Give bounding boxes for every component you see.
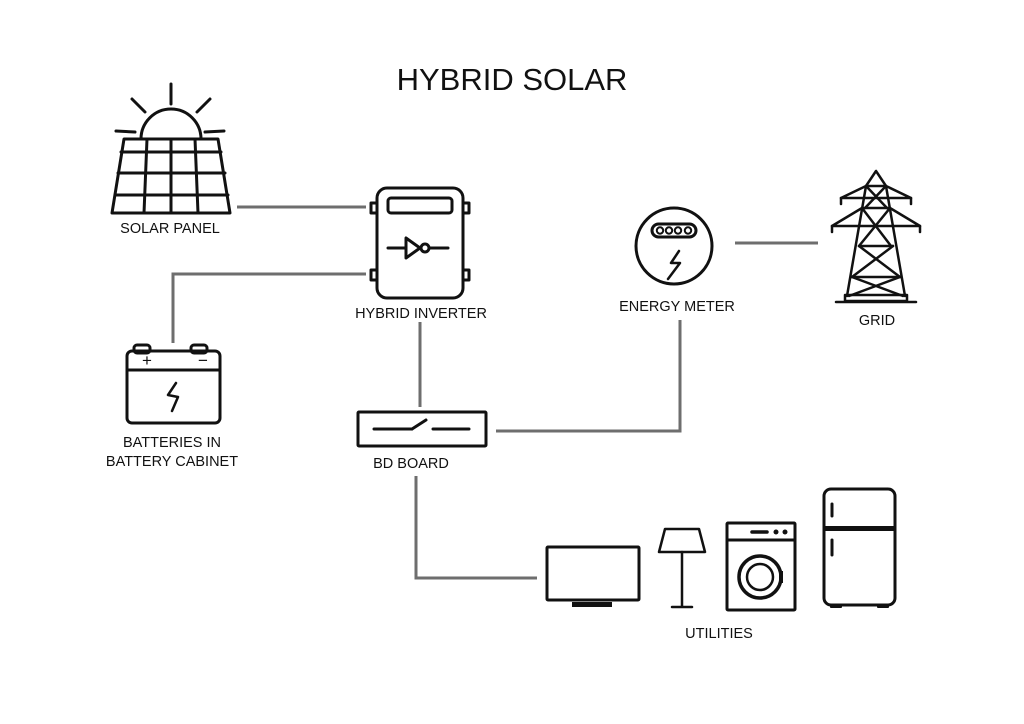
batteries-label-line2: BATTERY CABINET — [106, 454, 238, 470]
utilities-label: UTILITIES — [685, 626, 753, 642]
solar-panel-icon — [110, 82, 232, 215]
wire-battery-to-inverter — [171, 272, 366, 343]
energy-meter-icon — [634, 206, 714, 286]
utilities-group — [545, 487, 897, 612]
wire-bdboard-to-meter — [496, 320, 682, 433]
inverter-icon — [369, 186, 471, 300]
hybrid-inverter-label: HYBRID INVERTER — [355, 306, 487, 322]
wire-bdboard-to-utilities — [414, 476, 537, 580]
lamp-icon — [657, 527, 707, 609]
transmission-tower-icon — [830, 169, 922, 304]
diagram-title: HYBRID SOLAR — [397, 62, 628, 97]
switch-board-icon — [356, 410, 488, 448]
washing-machine-icon — [725, 521, 797, 612]
battery-positive-terminal: + — [142, 351, 152, 370]
battery-icon — [125, 343, 222, 425]
tv-icon — [545, 545, 641, 607]
grid-label: GRID — [859, 313, 895, 329]
refrigerator-icon — [822, 487, 897, 608]
bd-board-label: BD BOARD — [373, 456, 449, 472]
battery-negative-terminal: − — [198, 351, 208, 370]
connections — [171, 205, 818, 580]
batteries-label-line1: BATTERIES IN — [123, 435, 221, 451]
energy-meter-label: ENERGY METER — [619, 299, 735, 315]
solar-panel-label: SOLAR PANEL — [120, 221, 220, 237]
